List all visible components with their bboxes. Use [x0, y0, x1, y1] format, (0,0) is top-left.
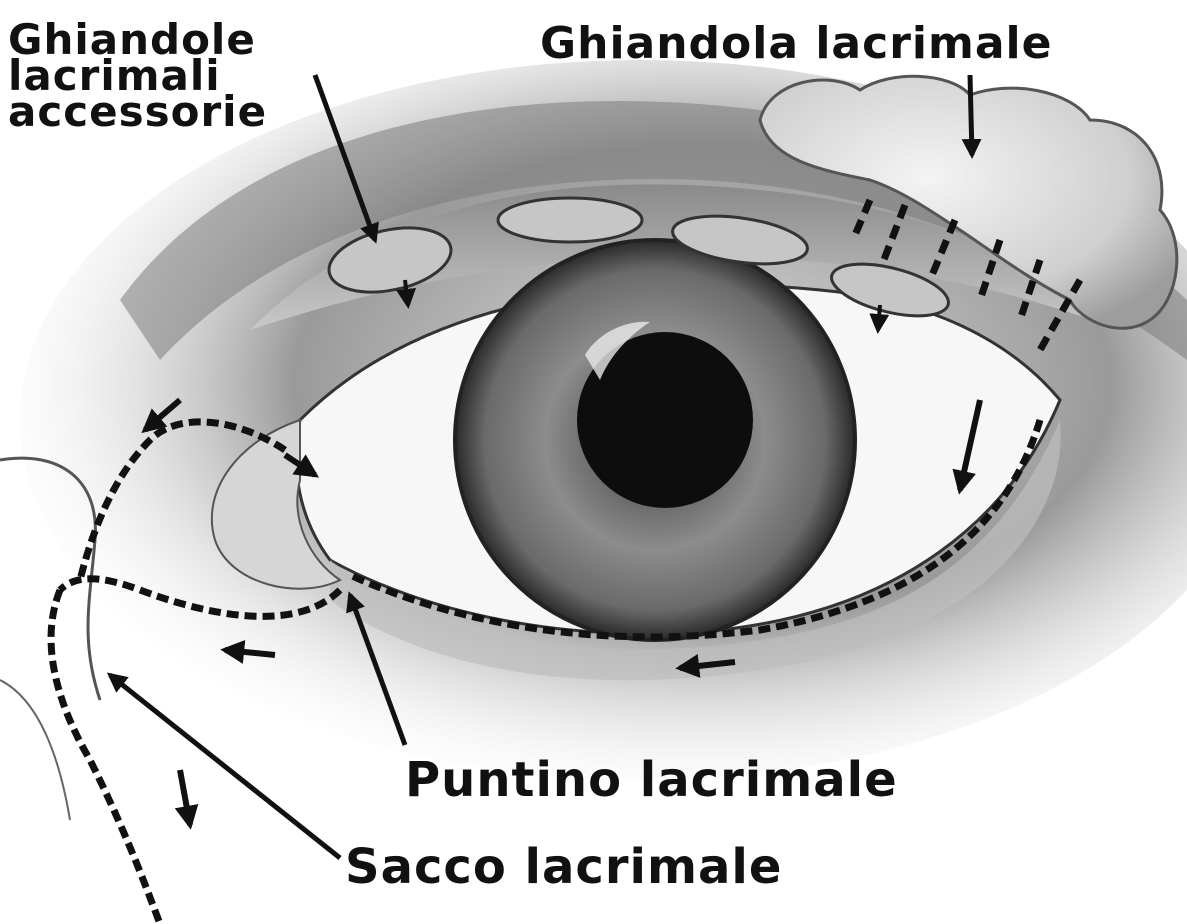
label-lacrimal-gland: Ghiandola lacrimale [540, 22, 1052, 66]
pointer-lacrimal-gland [970, 75, 972, 155]
nasolacrimal-duct [51, 590, 160, 924]
accessory-gland [498, 198, 642, 242]
label-accessory-glands: Ghiandole lacrimali accessorie [8, 22, 267, 130]
label-lacrimal-sac: Sacco lacrimale [345, 843, 782, 891]
label-accessory-line-3: accessorie [8, 94, 267, 130]
label-lacrimal-punctum: Puntino lacrimale [405, 756, 898, 804]
